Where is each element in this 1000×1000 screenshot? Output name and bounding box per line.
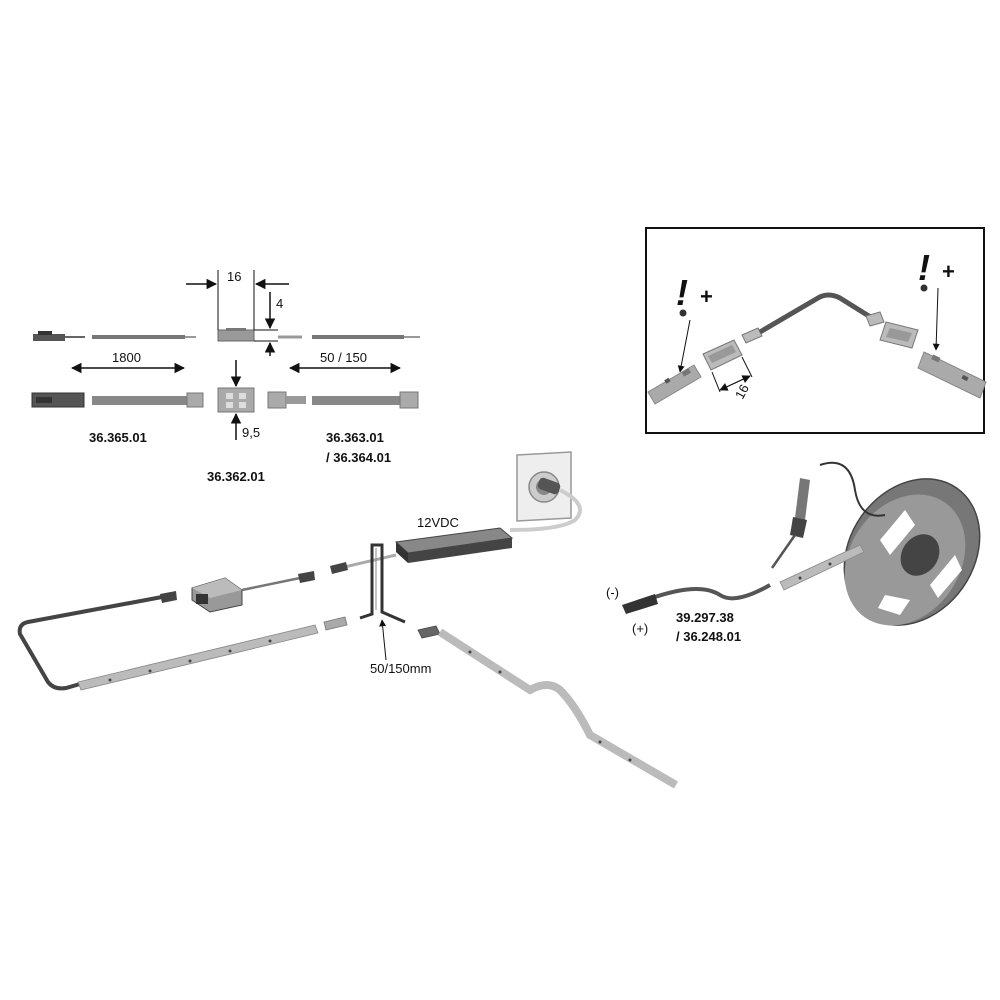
part-number-clip-connector: 36.362.01 — [207, 469, 265, 484]
inset-right-warning: ! + — [918, 247, 955, 351]
part-number-solder-cable-2: / 36.248.01 — [676, 629, 741, 644]
inset-right-strip — [917, 351, 987, 399]
warning-icon: ! — [676, 272, 688, 313]
polarity-positive-label: (+) — [632, 621, 648, 636]
dimension-4: 4 — [254, 292, 283, 356]
inset-dimension-16: 16 — [711, 356, 753, 402]
connector-cable-front-view — [267, 391, 419, 409]
solder-cable — [622, 583, 771, 614]
dimension-4-label: 4 — [276, 296, 283, 311]
led-strip-segment-2 — [417, 625, 679, 789]
installation-scene: 12VDC 50/150mm — [17, 451, 981, 789]
clip-connector-top-view — [217, 328, 255, 342]
distributor-cable — [241, 576, 301, 592]
reel-strip — [779, 544, 865, 591]
feed-cable-front-view — [31, 392, 204, 408]
dimension-1800: 1800 — [70, 350, 186, 374]
distributor-box — [191, 577, 243, 613]
inset-left-strip — [647, 364, 702, 405]
output-cable — [339, 553, 397, 570]
inset-left-warning: ! + — [676, 272, 713, 373]
dimension-16-label: 16 — [227, 269, 241, 284]
dimension-9-5: 9,5 — [230, 360, 260, 440]
plus-icon: + — [700, 284, 713, 309]
wall-socket — [516, 451, 572, 522]
feed-cable-loop — [17, 595, 163, 691]
dimension-9-5-label: 9,5 — [242, 425, 260, 440]
inset-dimension-16-label: 16 — [732, 382, 752, 402]
connector-distance-label: 50/150mm — [370, 661, 431, 676]
soldering-iron — [770, 461, 886, 569]
inset-panel: ! + ! + 16 — [645, 227, 987, 434]
power-supply-label: 12VDC — [417, 515, 459, 530]
inset-right-clip-connector — [879, 321, 919, 349]
component-drawings: 16 4 1800 50 / 150 9,5 36.365.01 36.362.… — [31, 269, 420, 484]
inset-clip-connector — [702, 339, 743, 371]
plus-icon: + — [942, 259, 955, 284]
strip-connector-cable — [359, 543, 406, 624]
dimension-16: 16 — [186, 269, 289, 330]
dimension-1800-label: 1800 — [112, 350, 141, 365]
part-number-connector-cable-1: 36.363.01 — [326, 430, 384, 445]
mains-cable — [509, 488, 582, 532]
led-strip-segment-1 — [77, 616, 348, 691]
power-supply: 12VDC — [394, 515, 514, 563]
polarity-negative-label: (-) — [606, 585, 619, 600]
feed-cable-top-view — [33, 331, 196, 341]
warning-icon: ! — [918, 247, 930, 288]
inset-corner-cable — [741, 292, 885, 344]
part-number-feed-cable: 36.365.01 — [89, 430, 147, 445]
part-number-connector-cable-2: / 36.364.01 — [326, 450, 391, 465]
dimension-50-150: 50 / 150 — [288, 350, 402, 374]
dimension-50-150-label: 50 / 150 — [320, 350, 367, 365]
clip-connector-front-view — [217, 387, 255, 413]
part-number-solder-cable-1: 39.297.38 — [676, 610, 734, 625]
